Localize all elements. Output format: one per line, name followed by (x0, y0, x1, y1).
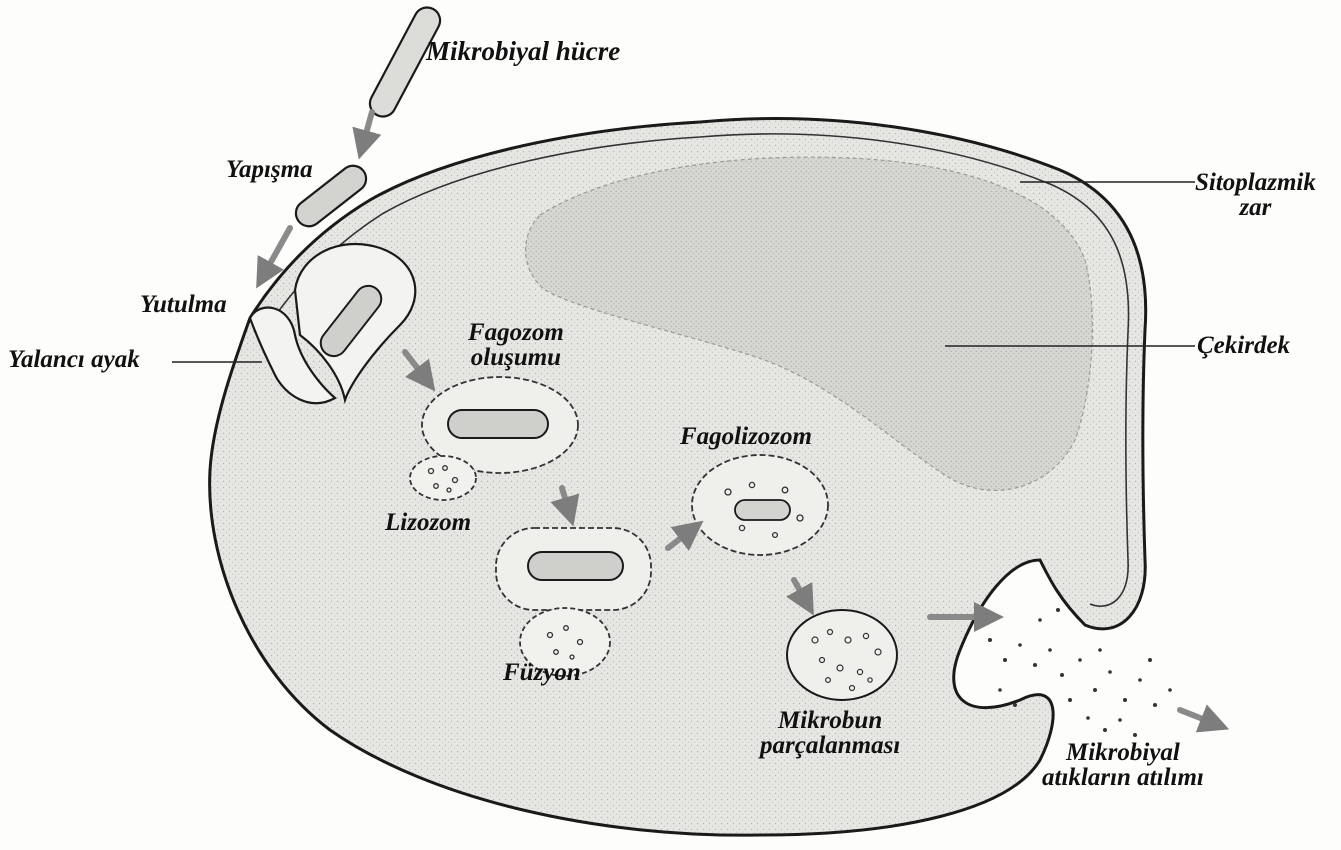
label-excretion-line1: Mikrobiyal (1042, 740, 1204, 765)
label-excretion: Mikrobiyal atıkların atılımı (1042, 740, 1204, 790)
phagolysosome-microbe (735, 500, 790, 520)
label-phagosome: Fagozom oluşumu (468, 320, 564, 370)
label-phagolysosome: Fagolizozom (680, 424, 812, 449)
label-fusion: Füzyon (503, 660, 581, 685)
lysosome (410, 456, 476, 500)
label-phagosome-line1: Fagozom (468, 320, 564, 345)
label-nucleus: Çekirdek (1197, 333, 1290, 358)
label-digestion-line1: Mikrobun (760, 708, 900, 733)
phagosome-microbe (448, 410, 548, 438)
arrow-to-adhesion (362, 112, 372, 148)
label-membrane: Sitoplazmik zar (1195, 170, 1316, 220)
digestion-vesicle (787, 610, 897, 700)
label-lysosome: Lizozom (385, 510, 471, 535)
label-membrane-line2: zar (1195, 195, 1316, 220)
label-pseudopod: Yalancı ayak (8, 347, 140, 372)
fusion-microbe (528, 552, 623, 580)
label-adhesion: Yapışma (226, 157, 313, 182)
arrow-excretion-out (1180, 710, 1218, 725)
label-excretion-line2: atıkların atılımı (1042, 765, 1204, 790)
label-membrane-line1: Sitoplazmik (1195, 170, 1316, 195)
label-digestion-line2: parçalanması (760, 733, 900, 758)
label-phagosome-line2: oluşumu (468, 345, 564, 370)
label-digestion: Mikrobun parçalanması (760, 708, 900, 758)
label-ingestion: Yutulma (140, 292, 227, 317)
label-microbial-cell: Mikrobiyal hücre (426, 38, 620, 65)
